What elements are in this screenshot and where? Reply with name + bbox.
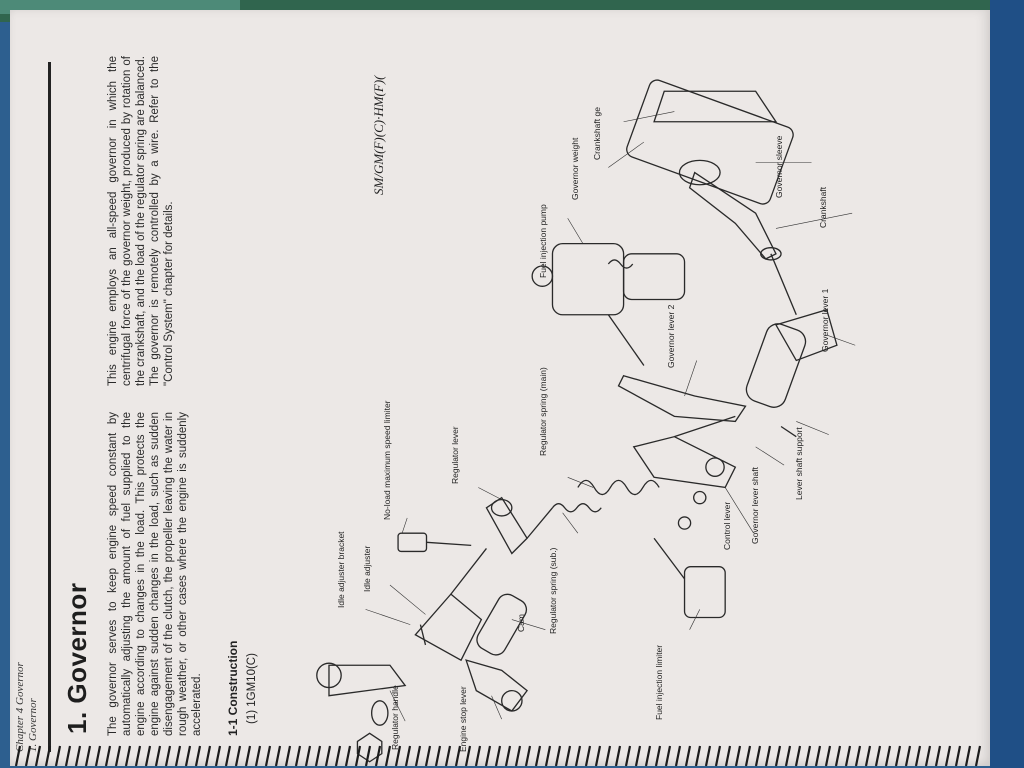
cam-shaft [476,593,528,656]
link-4 [770,253,797,316]
fuel-limiter-body [683,566,726,619]
label-governor-weight: Governor weight [570,137,580,200]
label-governor-lever-1: Governor lever 1 [820,288,830,352]
crankshaft-gear-teeth [653,90,778,123]
label-governor-lever-shaft: Governor lever shaft [750,466,760,544]
governor-sleeve-shape [678,159,721,186]
regulator-spring-main [577,479,660,496]
label-cam: Cam [516,614,526,632]
idle-adjuster-bracket-shape [414,593,483,662]
label-control-lever: Control lever [722,501,732,550]
label-regulator-handle: Regulator handle [390,685,400,750]
regulator-lever-shape [485,496,528,555]
manual-page: Chapter 4 Governor 1. Governor 1. Govern… [10,10,990,767]
label-idle-adjuster-bracket: Idle adjuster bracket [336,531,346,608]
governor-lever-1-shaft [745,323,807,408]
governor-lever-1-fork [774,308,838,362]
governor-weight-housing [626,79,794,205]
background-right [990,0,1024,768]
engine-stop-lever-shape [465,659,528,712]
label-crankshaft: Crankshaft [818,186,828,228]
crankshaft-end [760,247,782,261]
injection-pump-body [551,242,625,316]
label-engine-stop-lever: Engine stop lever [458,686,468,752]
label-crankshaft-gear: Crankshaft ge [592,107,602,160]
link-2 [526,507,553,539]
pump-spring [607,259,634,269]
stop-lever-knob [501,689,523,712]
governor-lever-2-shape [617,374,747,423]
governor-diagram [316,79,856,763]
control-lever-hub [705,457,725,477]
label-lever-shaft-support: Lever shaft support [794,427,804,500]
label-governor-sleeve: Governor sleeve [774,135,784,198]
no-load-limiter-head [397,532,428,553]
injection-pump-outlet [531,265,554,287]
label-fuel-injection-limiter: Fuel injection limiter [654,644,664,720]
link-1 [450,548,487,595]
label-governor-lever-2: Governor lever 2 [666,304,676,368]
label-no-load-limiter: No-load maximum speed limiter [382,400,392,520]
no-load-limiter-thread [426,541,472,547]
washer-1 [370,700,389,726]
spiral-binding [10,744,990,767]
label-fuel-injection-pump: Fuel injection pump [538,204,548,278]
label-regulator-spring-main: Regulator spring (main) [538,367,548,456]
handle-knob [316,662,342,689]
e-clip-1 [693,490,707,505]
regulator-handle-shape [328,664,407,697]
crankshaft-shaft [688,171,777,260]
fuel-limiter-thread [653,537,686,580]
label-regulator-spring-sub: Regulator spring (sub.) [548,547,558,634]
idle-adjuster-bolt [419,624,427,646]
control-lever-shape [632,435,737,489]
e-clip-2 [677,516,692,530]
injection-pump-barrel [622,253,686,301]
link-5 [607,314,645,366]
lever-shaft-pin [780,425,797,438]
spiral-binding-art [14,745,982,767]
regulator-spring-sub [551,503,602,513]
link-3 [674,415,736,438]
label-regulator-lever: Regulator lever [450,426,460,484]
label-idle-adjuster: Idle adjuster [362,545,372,592]
